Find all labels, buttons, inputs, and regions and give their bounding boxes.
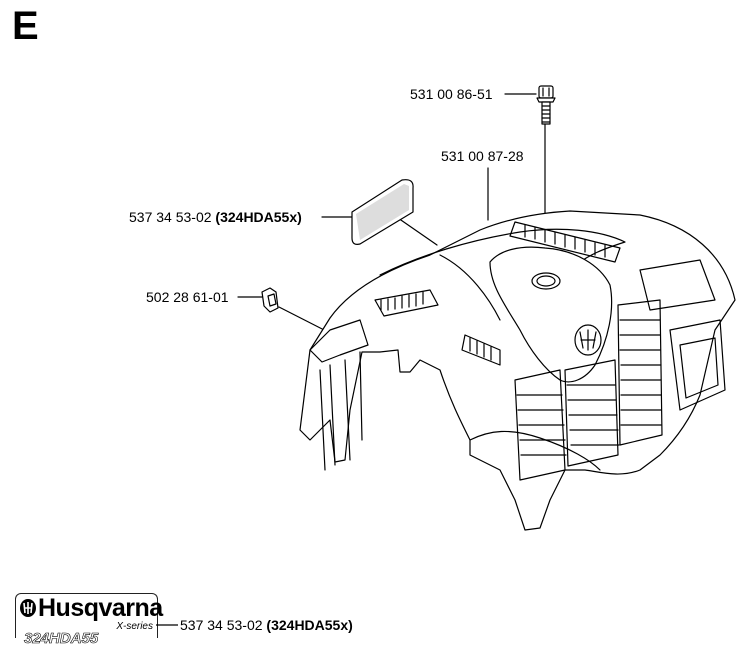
logo-model: 324HDA55 (24, 630, 99, 647)
clip-part-number: 502 28 61-01 (146, 289, 229, 305)
logo-part-model: (324HDA55x) (266, 617, 353, 633)
section-letter: E (12, 4, 39, 48)
screw-hole (531, 272, 561, 290)
screw-part (536, 85, 556, 125)
logo-brand-name: Husqvarna (38, 594, 163, 622)
cover-part-number: 531 00 87-28 (441, 148, 524, 164)
decal-model-code: (324HDA55x) (215, 209, 302, 225)
logo-series: X-series (116, 621, 153, 632)
decal-to-cover-line (397, 217, 438, 246)
screw-part-number: 531 00 86-51 (410, 86, 493, 102)
cover-part (299, 210, 736, 531)
logo-part-number: 537 34 53-02 (180, 617, 263, 633)
husqvarna-emblem-icon (20, 599, 36, 617)
decal-part-label: 537 34 53-02 (324HDA55x) (129, 209, 302, 225)
logo-part-label: 537 34 53-02 (324HDA55x) (180, 617, 353, 633)
clip-part (261, 287, 279, 313)
decal-part-number: 537 34 53-02 (129, 209, 212, 225)
husqvarna-decal-logo: Husqvarna X-series 324HDA55 (15, 593, 163, 647)
